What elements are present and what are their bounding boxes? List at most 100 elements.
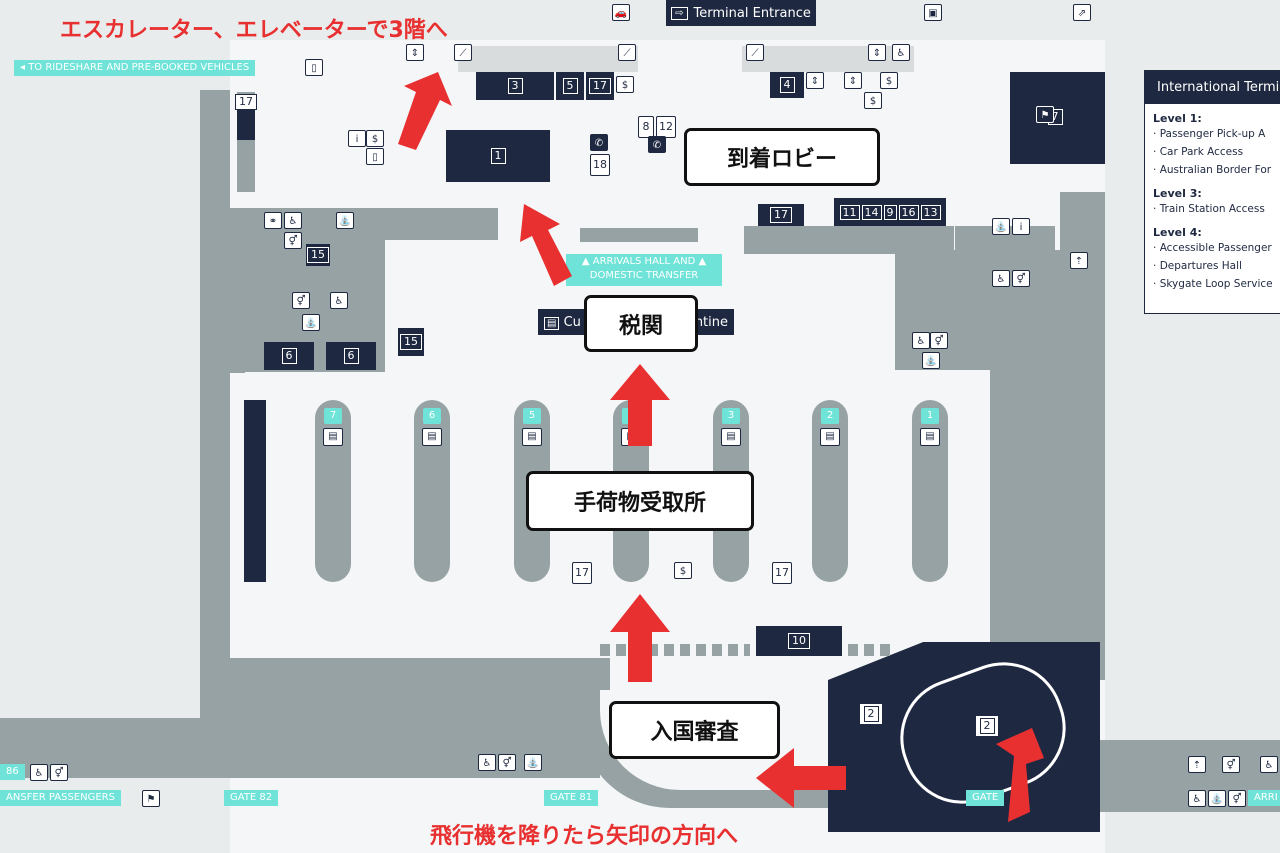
- legend-item: Train Station Access: [1153, 200, 1280, 218]
- shop-5: 5: [556, 72, 584, 100]
- belt-6: 6▤: [414, 400, 450, 582]
- accessible-icon: ♿: [478, 754, 496, 771]
- belt-5-number: 5: [523, 408, 541, 424]
- shop-6-b: 6: [326, 342, 376, 370]
- shop-row: 11 14 9 16 13: [834, 198, 946, 226]
- left-baggage-counter: [244, 400, 266, 582]
- lift-icon: ⇡: [1070, 252, 1088, 269]
- escalator-icon: ⟋: [454, 44, 472, 61]
- shop-17-top: 17: [586, 72, 614, 100]
- gate-81-sign: GATE 81: [544, 790, 599, 806]
- elevator-icon: ⇕: [844, 72, 862, 89]
- customs-sign-right: ntine: [694, 314, 728, 330]
- rideshare-label: TO RIDESHARE AND PRE-BOOKED VEHICLES: [28, 62, 250, 73]
- arrow-up-baggage: [610, 594, 670, 682]
- belt-6-number: 6: [423, 408, 441, 424]
- shop-18: 18: [590, 154, 610, 176]
- legend-item: Departures Hall: [1153, 257, 1280, 275]
- legend-item: Australian Border For: [1153, 161, 1280, 179]
- arrow-left-immigration: [756, 748, 846, 808]
- drinking-water-icon: ⛲: [336, 212, 354, 229]
- baggage-icon: ▤: [422, 428, 442, 446]
- baggage-icon: ▤: [721, 428, 741, 446]
- legend-body: Level 1: Passenger Pick-up A Car Park Ac…: [1145, 112, 1280, 293]
- transfer-icon: ⚑: [142, 790, 160, 807]
- toilets-icon: ⚥: [498, 754, 516, 771]
- accessible-icon: ♿: [1188, 790, 1206, 807]
- smoking-icon: ⚑: [1036, 106, 1054, 123]
- belt-1-number: 1: [921, 408, 939, 424]
- arrow-up-customs: [610, 364, 670, 446]
- shop-12: 12: [656, 116, 676, 138]
- shop-row-14: 14: [861, 204, 882, 220]
- shop-17-left: 17: [235, 94, 257, 140]
- center-top-wall: [580, 228, 698, 242]
- baggage-claim-label: 手荷物受取所: [526, 471, 754, 531]
- arrow-up-lobby: [520, 204, 572, 286]
- accessible-icon: ♿: [992, 270, 1010, 287]
- atm-icon: $: [880, 72, 898, 89]
- escalator-icon: ⟋: [746, 44, 764, 61]
- baggage-icon: ▤: [323, 428, 343, 446]
- left-column-wall: [200, 90, 230, 730]
- taxi-icon: 🚗: [612, 4, 630, 21]
- legend-panel: International Termi Level 1: Passenger P…: [1144, 70, 1280, 314]
- arrivals-hall-sign: ▲ ARRIVALS HALL AND ▲ DOMESTIC TRANSFER: [566, 254, 722, 286]
- belt-7-number: 7: [324, 408, 342, 424]
- shop-15-left: 15: [306, 244, 330, 266]
- baggage-icon: ▤: [522, 428, 542, 446]
- escalator-note: エスカレーター、エレベーターで3階へ: [60, 18, 448, 43]
- shop-4: 4: [770, 72, 804, 98]
- exit-icon: ⇗: [1073, 4, 1091, 21]
- shop-15-center: 15: [398, 328, 424, 356]
- legend-level-4: Level 4:: [1153, 226, 1202, 239]
- atm-icon: $: [366, 130, 384, 147]
- shop-17-hall-a: 17: [572, 562, 592, 584]
- drinking-water-icon: ⛲: [524, 754, 542, 771]
- shop-row-16: 16: [898, 204, 919, 220]
- toilets-icon: ⚥: [1228, 790, 1246, 807]
- drinking-water-icon: ⛲: [992, 218, 1010, 235]
- shop-row-13: 13: [920, 204, 941, 220]
- arrivals-hall-line2: DOMESTIC TRANSFER: [589, 270, 699, 281]
- arrivals-hall-line1: ▲ ARRIVALS HALL AND ▲: [581, 256, 707, 267]
- rideshare-sign: ◂ TO RIDESHARE AND PRE-BOOKED VEHICLES: [14, 60, 256, 76]
- arrivals-right-label: ARRI: [1254, 792, 1278, 803]
- phone-icon: ▯: [366, 148, 384, 165]
- gate-86-label: 86: [6, 766, 19, 777]
- upper-right-wall: [744, 226, 954, 254]
- immigration-label: 入国審査: [609, 701, 780, 759]
- drinking-water-icon: ⛲: [1208, 790, 1226, 807]
- shop-3: 3: [476, 72, 554, 100]
- lift-icon: ⇡: [1188, 756, 1206, 773]
- transfer-passengers-sign: ANSFER PASSENGERS: [0, 790, 121, 806]
- phone-icon: ▯: [305, 59, 323, 76]
- info-icon: i: [1012, 218, 1030, 235]
- shop-1: 1: [446, 130, 550, 182]
- toilets-icon: ⚥: [1012, 270, 1030, 287]
- gate-right-sign: GATE: [966, 790, 1005, 806]
- legend-item: Car Park Access: [1153, 143, 1280, 161]
- right-column-wall: [990, 360, 1060, 660]
- gate-2-label-a: 2: [860, 704, 882, 724]
- customs-label: 税関: [584, 295, 698, 352]
- arrow-up-escalator: [398, 72, 452, 150]
- gate-2-label-b: 2: [976, 716, 998, 736]
- shop-17-hall-b: 17: [772, 562, 792, 584]
- arrow-up-gate: [996, 728, 1044, 822]
- gate-right-label: GATE: [972, 792, 999, 803]
- gate-82-label: GATE 82: [230, 792, 273, 803]
- toilets-icon: ⚥: [930, 332, 948, 349]
- belt-7: 7▤: [315, 400, 351, 582]
- atm-icon: $: [616, 76, 634, 93]
- lower-floor-wall: [230, 658, 610, 718]
- toilets-icon: ⚥: [1222, 756, 1240, 773]
- customs-sign-left: ▤ Cu: [544, 315, 581, 330]
- atm-icon: $: [674, 562, 692, 579]
- belt-1: 1▤: [912, 400, 948, 582]
- escalator-left: [458, 46, 638, 72]
- right-wall-c: [895, 250, 1060, 370]
- terminal-entrance-sign: ⇨ Terminal Entrance: [666, 0, 816, 26]
- follow-arrows-note: 飛行機を降りたら矢印の方向へ: [430, 824, 739, 849]
- drinking-water-icon: ⛲: [302, 314, 320, 331]
